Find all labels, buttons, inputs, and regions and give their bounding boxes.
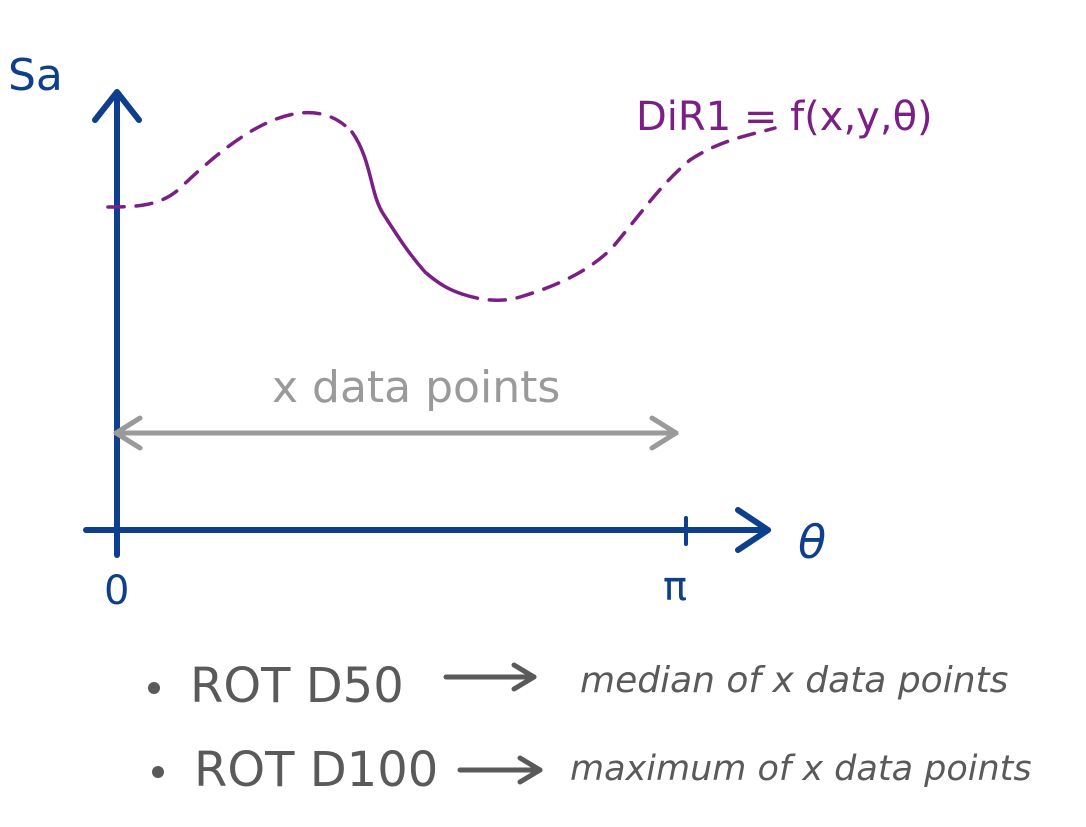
right-arrow-icon-head [511,662,537,692]
range-left-arrowhead-icon [113,415,143,451]
definition-description: median of x data points [580,660,1008,701]
x-axis: θ 0 π [83,507,826,614]
definition-description: maximum of x data points [570,749,1032,789]
right-arrow-icon-head [517,755,543,785]
definition-item-rotd100: ROT D100 maximum of x data points [152,742,1032,798]
bullet-icon [152,766,164,778]
x-axis-arrowhead-icon [735,507,771,553]
y-axis-label: Sa [8,50,63,101]
range-right-arrowhead-icon [649,415,679,451]
definition-term: ROT D100 [194,742,438,798]
x-axis-label: θ [798,515,826,569]
definition-item-rotd50: ROT D50 median of x data points [148,658,1008,714]
x-axis-start-label: 0 [104,568,129,614]
definitions-list: ROT D50 median of x data points ROT D100… [148,658,1032,798]
y-axis-arrowhead-icon [92,89,142,123]
data-points-range: x data points [113,362,679,451]
definition-term: ROT D50 [190,658,404,714]
dir1-curve-solid-middle [350,130,464,296]
y-axis: Sa [8,50,142,558]
dir1-curve-dashed-left [106,110,354,209]
dir1-curve-label: DiR1 = f(x,y,θ) [636,94,933,140]
x-axis-end-label: π [663,564,687,610]
data-points-range-label: x data points [272,362,560,413]
dir1-curve: DiR1 = f(x,y,θ) [106,94,933,303]
dir1-curve-dashed-right [460,126,777,303]
bullet-icon [148,682,160,694]
